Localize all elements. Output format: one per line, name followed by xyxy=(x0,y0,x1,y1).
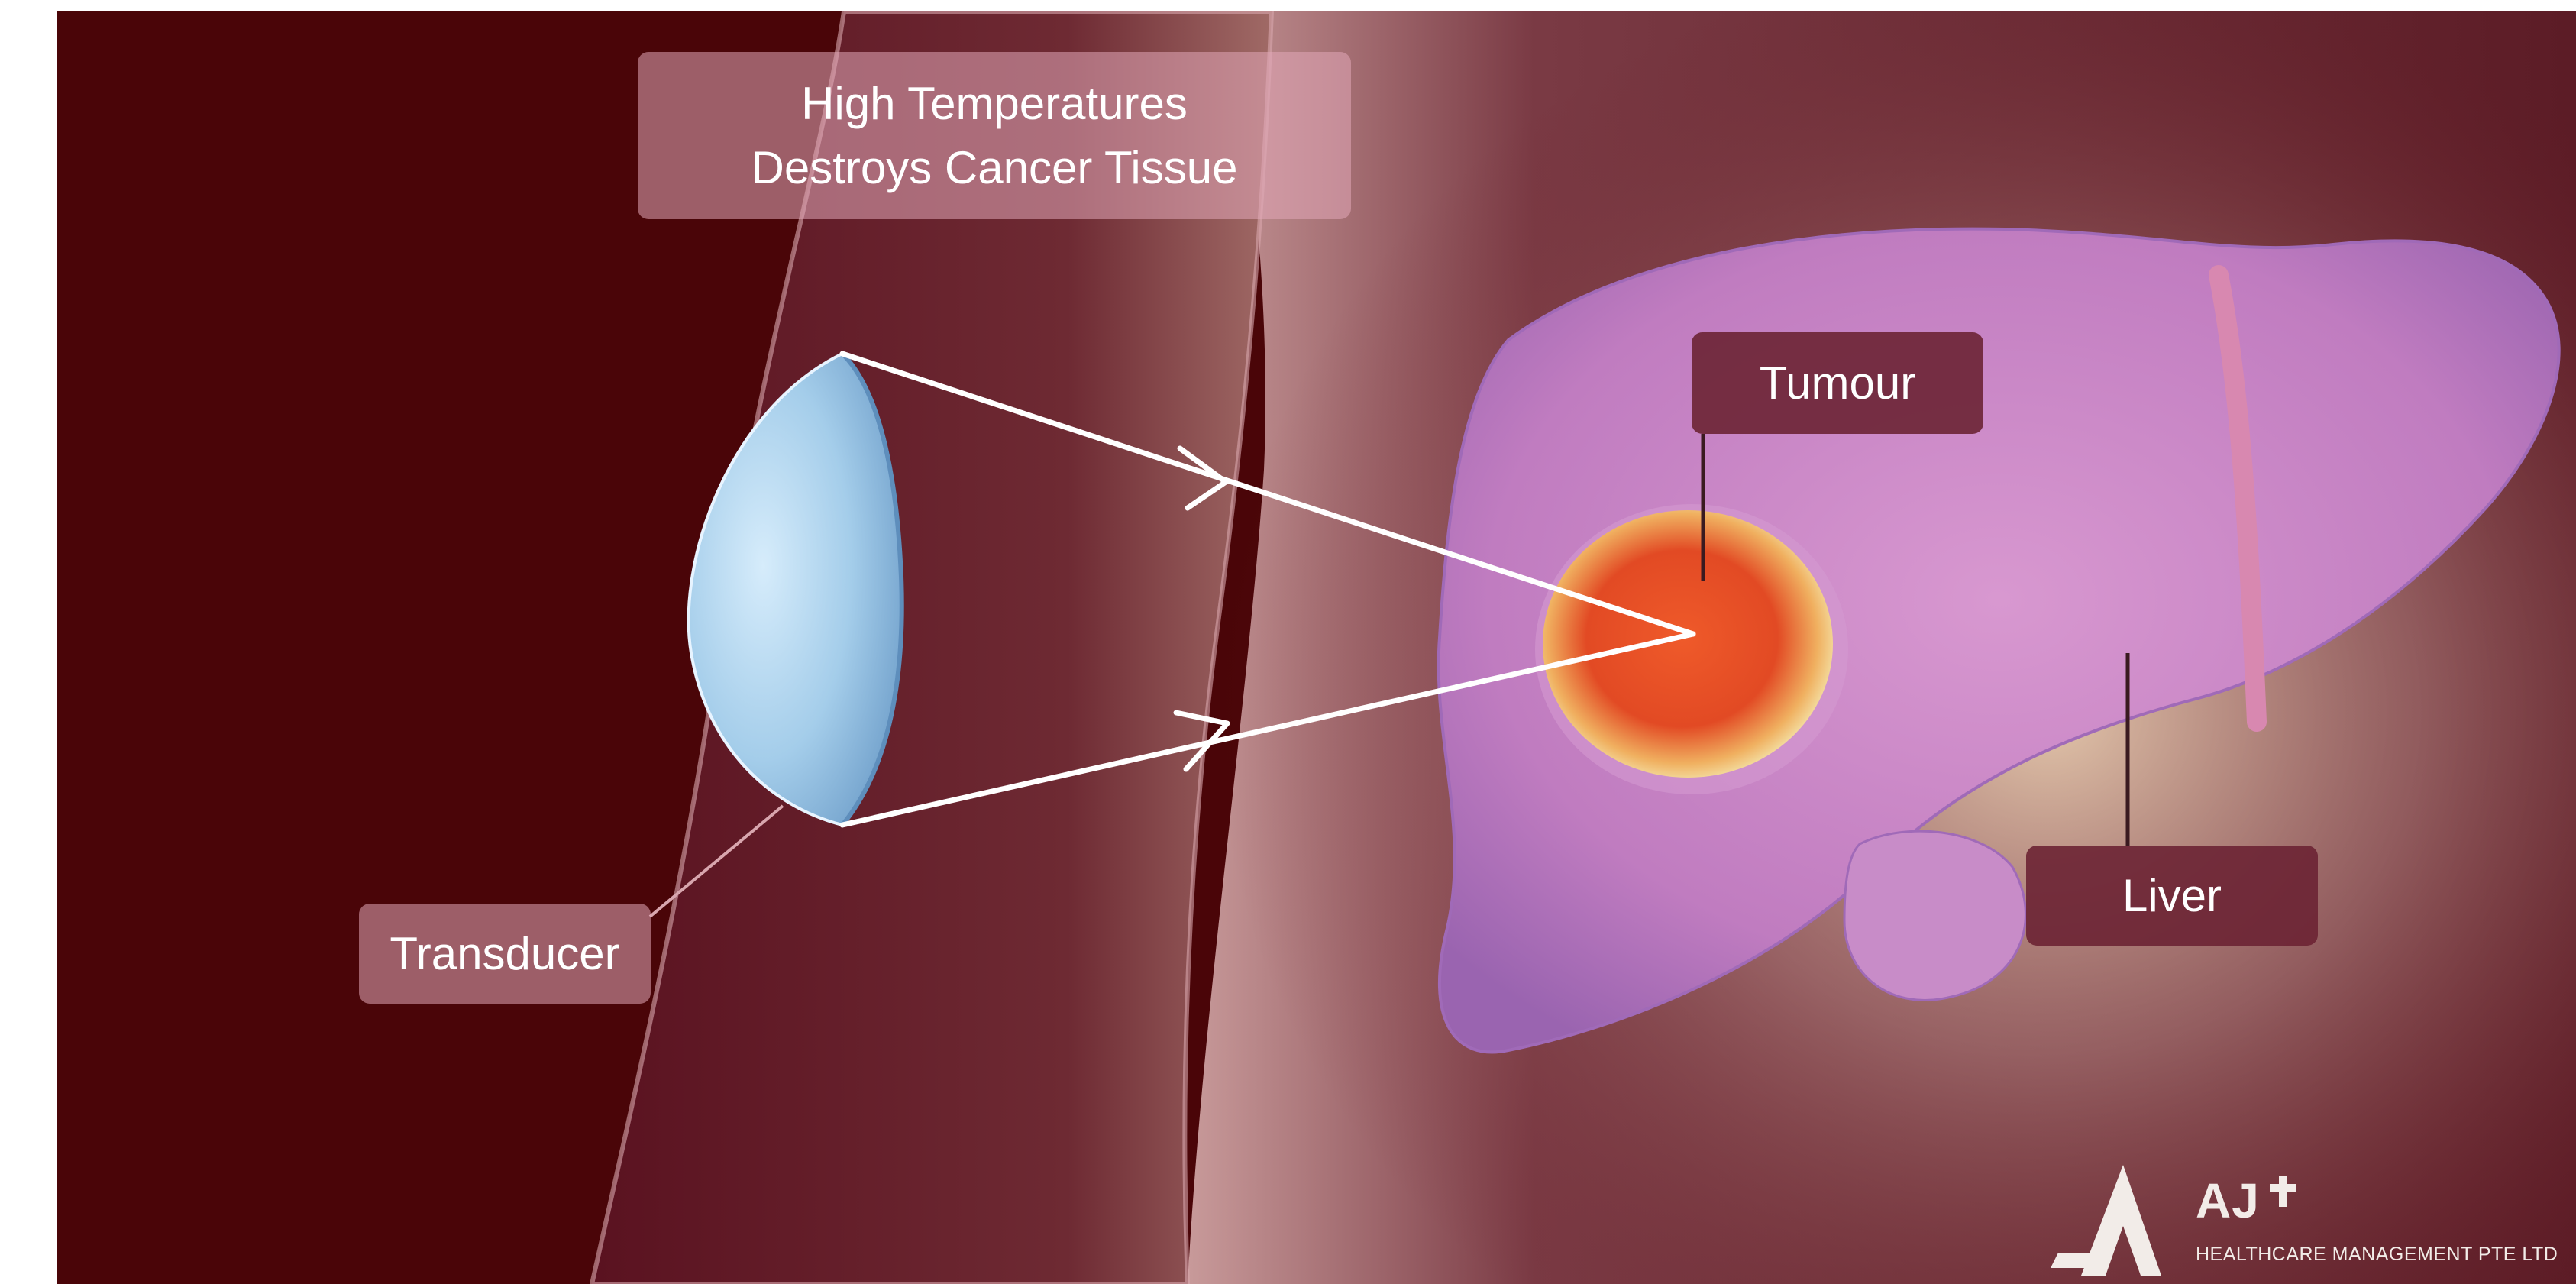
title-line-1: High Temperatures xyxy=(801,72,1188,136)
illustration: High Temperatures Destroys Cancer Tissue… xyxy=(57,11,2576,1284)
tumour-label: Tumour xyxy=(1692,332,1983,434)
logo-plus-icon xyxy=(2268,1175,2299,1213)
company-logo: AJ HEALTHCARE MANAGEMENT PTE LTD xyxy=(2051,1153,2524,1283)
title-label: High Temperatures Destroys Cancer Tissue xyxy=(638,52,1351,219)
transducer-label: Transducer xyxy=(359,904,651,1004)
logo-company-name: HEALTHCARE MANAGEMENT PTE LTD xyxy=(2196,1244,2558,1266)
liver-label: Liver xyxy=(2026,846,2318,946)
tumour-mass xyxy=(1535,504,1848,794)
logo-brand: AJ xyxy=(2196,1172,2260,1229)
logo-mark-icon xyxy=(2051,1153,2188,1279)
title-line-2: Destroys Cancer Tissue xyxy=(751,136,1238,200)
